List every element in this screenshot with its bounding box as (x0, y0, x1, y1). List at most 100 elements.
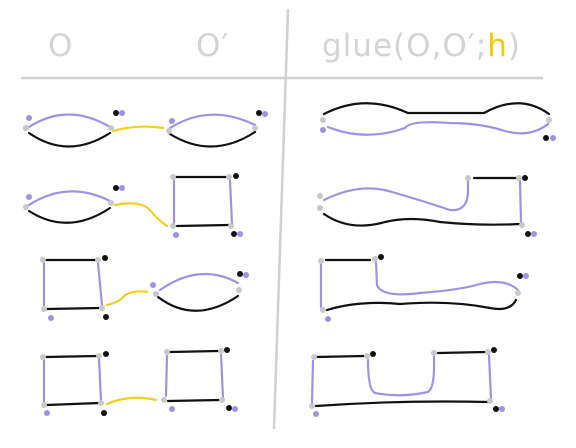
lens-purple-edge (168, 113, 257, 130)
glue-edge (111, 125, 165, 133)
node-gray (153, 291, 159, 297)
result-left-side (310, 359, 315, 406)
row-1-right-lens (166, 110, 268, 148)
node-purple (119, 110, 125, 116)
node-black (226, 405, 232, 411)
node-purple (232, 406, 238, 412)
node-gray (318, 258, 324, 264)
node-gray (431, 350, 437, 356)
node-gray (320, 307, 326, 313)
lens-purple-edge (27, 113, 112, 129)
row-2 (23, 173, 537, 238)
node-purple (262, 111, 268, 117)
node-purple (325, 316, 331, 322)
square-top-edge (168, 349, 220, 354)
node-purple (26, 194, 32, 200)
node-black (522, 175, 528, 181)
node-gray (95, 257, 101, 263)
node-gray (41, 402, 47, 408)
node-black (113, 185, 119, 191)
header-glue-prefix: glue(O,O′; (322, 28, 488, 64)
header-o-prime: O′ (196, 28, 230, 64)
lens-purple-edge (27, 190, 112, 207)
node-gray (226, 174, 232, 180)
square-bottom-edge (166, 398, 222, 403)
node-gray (166, 128, 172, 134)
node-gray (108, 125, 114, 131)
node-gray (108, 200, 114, 206)
node-gray (519, 222, 525, 228)
square-top-edge (44, 354, 99, 359)
node-gray (40, 257, 46, 263)
node-black (231, 231, 237, 237)
node-gray (170, 223, 176, 229)
node-black (525, 231, 531, 237)
node-gray (40, 354, 46, 360)
lens-black-edge (27, 131, 112, 148)
node-gray (372, 256, 378, 262)
node-gray (320, 117, 326, 123)
lens-black-edge (156, 294, 240, 312)
node-gray (236, 287, 242, 293)
square-left-edge (164, 354, 169, 398)
header-glue: glue(O,O′;h) (322, 26, 521, 66)
square-right-edge (228, 178, 234, 227)
result-purple-u (366, 354, 436, 397)
node-black (233, 173, 239, 179)
header-o: O (48, 28, 74, 64)
node-purple (150, 282, 156, 288)
node-gray (23, 125, 29, 131)
lens-black-edge (168, 130, 257, 148)
node-gray (317, 205, 323, 211)
result-purple-edge (322, 178, 470, 212)
result-right-side (487, 353, 493, 400)
node-gray (96, 353, 102, 359)
node-black (102, 255, 108, 261)
glue-edge (105, 396, 158, 406)
node-purple (499, 406, 505, 412)
node-gray (516, 175, 522, 181)
node-black (224, 347, 230, 353)
node-gray (487, 398, 493, 404)
row-2-right-square (170, 173, 243, 238)
node-purple (44, 410, 50, 416)
node-gray (23, 204, 29, 210)
node-black (370, 351, 376, 357)
node-purple (237, 231, 243, 237)
result-black-edge (322, 102, 551, 116)
node-black (113, 110, 119, 116)
node-purple (313, 411, 319, 417)
node-gray (364, 353, 370, 359)
glue-edge (105, 290, 149, 307)
node-purple (169, 118, 175, 124)
node-gray (485, 349, 491, 355)
result-purple-edge (374, 260, 520, 296)
row-1 (23, 102, 556, 148)
node-black (517, 273, 523, 279)
node-gray (98, 400, 104, 406)
square-right-edge (219, 353, 225, 399)
result-left-top (314, 354, 366, 359)
header-glue-h: h (487, 28, 508, 64)
result-purple-edge (326, 121, 550, 136)
square-right-edge (96, 261, 104, 307)
glue-edge (113, 202, 169, 228)
node-gray (219, 397, 225, 403)
node-black (103, 351, 109, 357)
node-black (543, 135, 549, 141)
result-black-edge (322, 212, 522, 227)
square-bottom-edge (45, 306, 102, 311)
node-black (103, 314, 109, 320)
row-4-right-square (161, 347, 238, 412)
node-gray (99, 305, 105, 311)
lens-purple-edge (158, 272, 240, 292)
row-2-left-lens (23, 185, 125, 224)
node-purple (119, 185, 125, 191)
node-black (101, 410, 107, 416)
row-4 (40, 347, 505, 417)
node-purple (550, 135, 556, 141)
node-gray (317, 193, 323, 199)
node-black (491, 347, 497, 353)
row-1-left-lens (23, 110, 125, 148)
